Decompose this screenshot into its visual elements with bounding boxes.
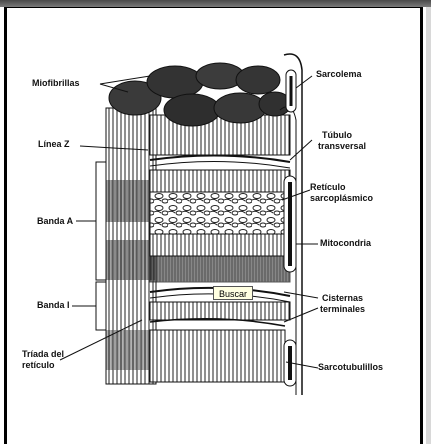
label-sarcolema: Sarcolema bbox=[316, 69, 362, 80]
label-linea-z: Línea Z bbox=[38, 139, 70, 150]
label-cisternas-line1: Cisternas bbox=[322, 293, 363, 304]
myofibril-bands bbox=[150, 115, 290, 382]
label-reticulo-line1: Retículo bbox=[310, 182, 346, 193]
search-tooltip[interactable]: Buscar bbox=[213, 286, 253, 300]
label-banda-a: Banda A bbox=[37, 216, 73, 227]
label-mitocondria: Mitocondria bbox=[320, 238, 371, 249]
label-tubulo-line1: Túbulo bbox=[322, 130, 352, 141]
label-triada-line1: Tríada del bbox=[22, 349, 64, 360]
label-triada-line2: retículo bbox=[22, 360, 55, 371]
label-miofibrillas: Miofibrillas bbox=[32, 78, 80, 89]
label-cisternas-line2: terminales bbox=[320, 304, 365, 315]
label-banda-i: Banda I bbox=[37, 300, 70, 311]
label-reticulo-line2: sarcoplásmico bbox=[310, 193, 373, 204]
label-sarcotubulillos: Sarcotubulillos bbox=[318, 362, 383, 373]
label-tubulo-line2: transversal bbox=[318, 141, 366, 152]
